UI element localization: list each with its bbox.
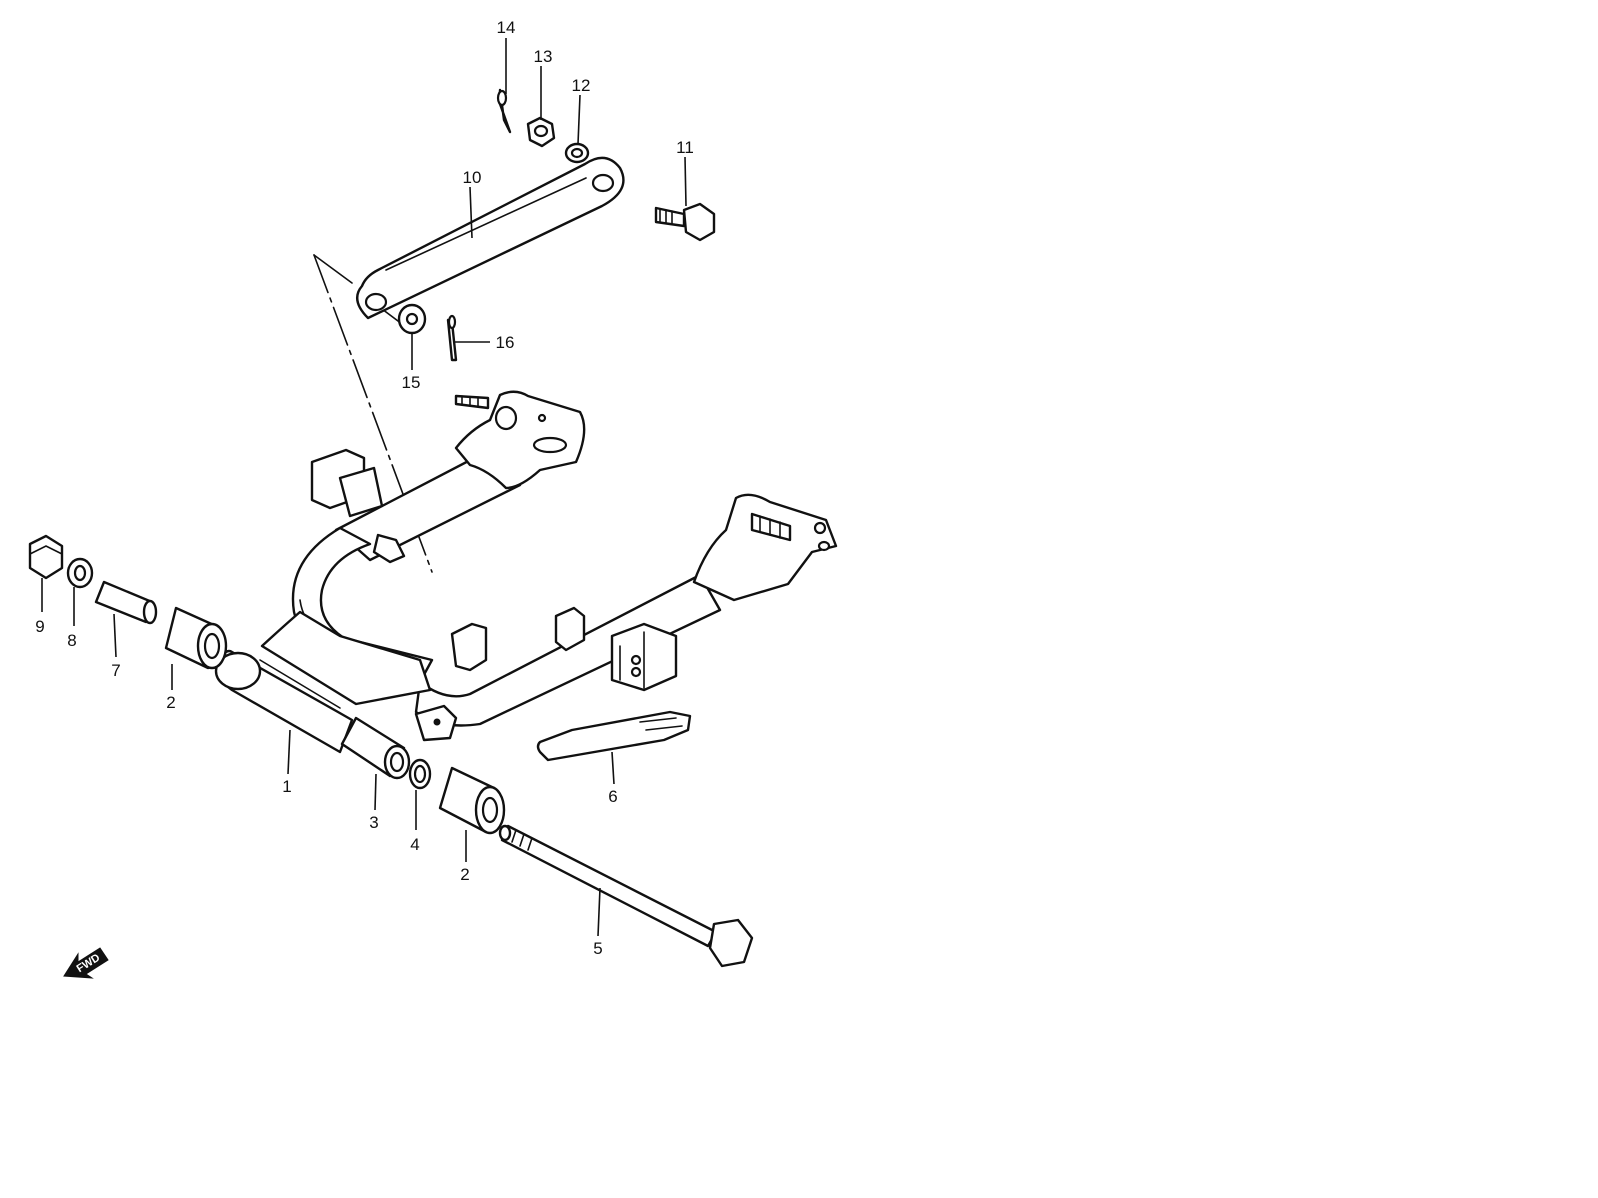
callout-2-lower: 2 — [460, 865, 469, 884]
callout-4: 4 — [410, 835, 419, 854]
callout-10: 10 — [463, 168, 482, 187]
washer-part-4 — [408, 758, 432, 790]
chain-guide-part-6 — [536, 710, 692, 762]
nut-part-9 — [28, 534, 64, 580]
callout-8: 8 — [67, 631, 76, 650]
callout-1: 1 — [282, 777, 291, 796]
callout-3: 3 — [369, 813, 378, 832]
bushing-part-2-upper — [164, 606, 228, 670]
split-pin-part-14 — [496, 88, 512, 134]
torque-link-part-10 — [356, 156, 625, 320]
bolt-part-11 — [654, 202, 716, 242]
callout-7: 7 — [111, 661, 120, 680]
leader-lines — [41, 38, 687, 937]
callout-12: 12 — [572, 76, 591, 95]
callout-13: 13 — [534, 47, 553, 66]
callout-11: 11 — [676, 138, 694, 157]
nut-part-13 — [526, 116, 556, 148]
split-pin-part-16 — [446, 314, 458, 362]
fwd-arrow-icon: FWD — [63, 947, 109, 979]
callout-14: 14 — [497, 18, 516, 37]
pivot-shaft-part-5 — [498, 824, 754, 968]
callout-9: 9 — [35, 617, 44, 636]
callout-6: 6 — [608, 787, 617, 806]
swingarm-frame — [214, 390, 838, 754]
sleeve-part-3 — [340, 716, 411, 780]
washer-part-12 — [564, 142, 590, 164]
callout-15: 15 — [402, 373, 421, 392]
callout-5: 5 — [593, 939, 602, 958]
callout-2-upper: 2 — [166, 693, 175, 712]
washer-part-8 — [66, 557, 94, 589]
bushing-part-2-lower — [438, 766, 506, 835]
callout-labels: 14 13 12 11 10 16 15 9 8 7 2 1 3 4 2 6 5 — [35, 18, 694, 958]
washer-part-15 — [397, 303, 427, 335]
callout-16: 16 — [496, 333, 515, 352]
sleeve-part-7 — [94, 580, 158, 625]
